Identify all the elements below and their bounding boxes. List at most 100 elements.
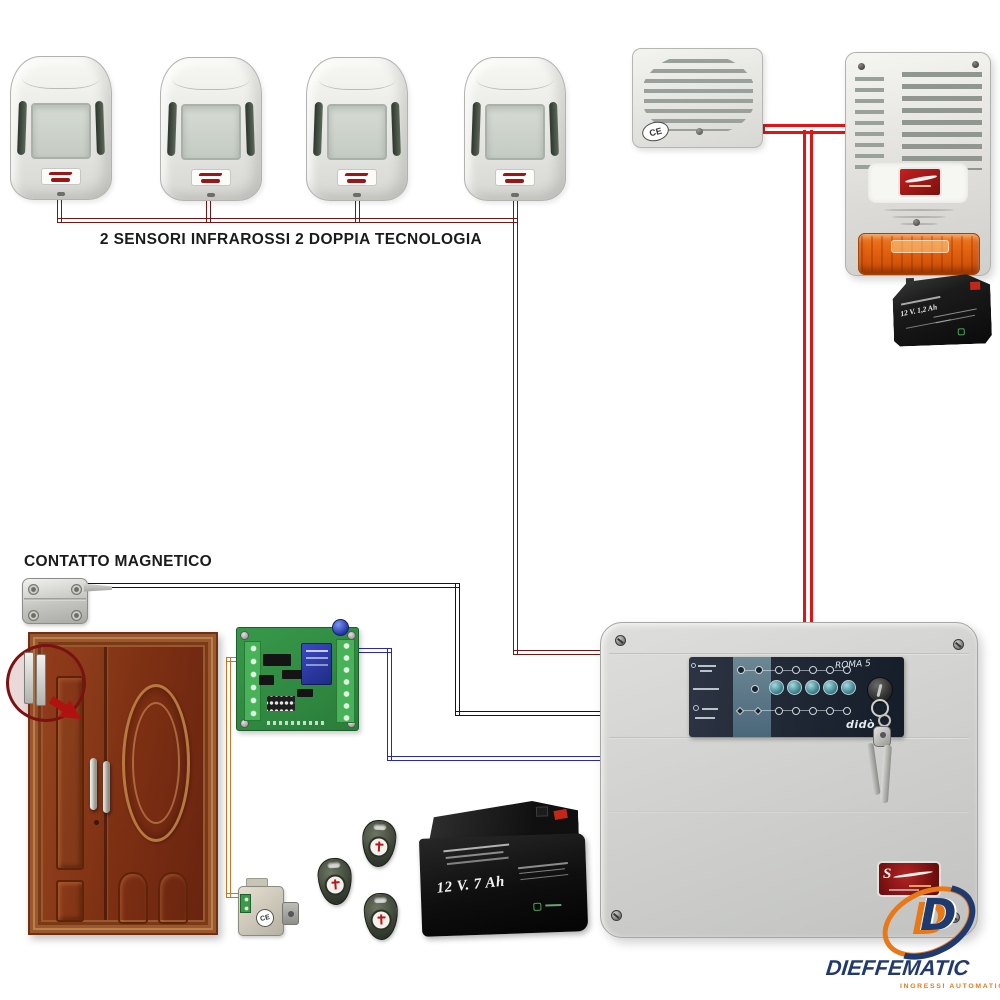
ic-chip — [263, 654, 291, 666]
battery-terminal — [905, 277, 915, 286]
led — [775, 666, 783, 674]
keyfob-1 — [316, 856, 354, 907]
door-oval-molding — [122, 684, 190, 842]
capacitor — [332, 619, 349, 636]
keyfob-3 — [363, 892, 399, 941]
pir-top-cap — [172, 62, 250, 90]
pir-brand-label — [191, 169, 231, 186]
pir-sensor-2 — [160, 57, 262, 201]
strobe-lens — [858, 233, 980, 275]
legend-icon — [691, 663, 696, 668]
emblem-glyph — [374, 843, 383, 847]
indoor-siren: CE — [632, 48, 763, 148]
fob-slot — [327, 861, 341, 869]
door-panel-bottom — [118, 872, 148, 924]
pir-lens — [31, 103, 91, 159]
wire-sensor2-stub — [206, 198, 211, 222]
grille-left-column — [855, 77, 884, 169]
siren-screw — [696, 128, 703, 135]
logo-tagline: INGRESSI AUTOMATICI — [900, 983, 1000, 990]
ic-chip — [259, 675, 274, 685]
wire-contact-horizontal — [88, 583, 460, 588]
screw-hole — [71, 584, 82, 595]
pir-screw — [353, 193, 361, 197]
led — [737, 666, 745, 674]
led — [843, 666, 851, 674]
wire-sensor3-stub — [355, 198, 360, 222]
zone-button — [787, 680, 802, 695]
relay-label-lines — [306, 650, 328, 652]
entrance-door — [28, 632, 218, 935]
pir-top-cap — [22, 61, 100, 89]
brand-scribble — [347, 179, 366, 183]
door-molding-left-bottom — [56, 880, 84, 922]
brand-scribble — [201, 179, 220, 183]
pir-sensor-4 — [464, 57, 566, 201]
screw-slot — [617, 637, 624, 644]
legend-icon — [693, 705, 699, 711]
grille-slats — [644, 59, 753, 131]
fob-slot — [373, 896, 388, 904]
legend-mark — [700, 670, 712, 672]
pir-brand-label — [337, 169, 377, 186]
decor-arc — [892, 216, 946, 218]
contact-seam — [24, 598, 86, 601]
pir-screw — [57, 192, 65, 196]
wire-relay-to-panel — [387, 756, 605, 761]
ic-chip — [297, 689, 313, 697]
brand-scribble — [344, 173, 369, 176]
grille-right-column — [902, 72, 982, 170]
dieffematic-logo: D D DIEFFEMATIC INGRESSI AUTOMATICI — [824, 869, 1000, 998]
led — [826, 707, 834, 715]
brand-label-red — [898, 167, 942, 197]
zone-button — [805, 680, 820, 695]
brand-scribble — [502, 173, 527, 176]
control-panel: ROMA 5 didò S — [600, 622, 978, 938]
door-oval-inner — [132, 702, 180, 824]
wire-contact-drop — [455, 583, 460, 716]
logo-letter-blue: D — [920, 890, 957, 941]
zone-button — [841, 680, 856, 695]
silkscreen-text — [267, 721, 327, 725]
wire-contact-to-panel — [455, 711, 605, 716]
magnetic-contact-caption: CONTATTO MAGNETICO — [24, 553, 212, 570]
key-blade — [879, 744, 893, 804]
door-contact-strip — [24, 652, 34, 704]
led — [792, 666, 800, 674]
siren-screw-center — [913, 219, 920, 226]
pir-brand-label — [41, 168, 81, 185]
wire-relay-drop — [387, 648, 392, 761]
led — [751, 685, 759, 693]
key-hole — [880, 732, 886, 738]
brand-scribble — [909, 185, 931, 187]
ic-chip — [282, 670, 302, 679]
door-contact-strip — [36, 654, 46, 706]
relay-board — [236, 619, 359, 731]
door-handle — [103, 761, 110, 813]
emblem-glyph — [377, 916, 386, 920]
led — [809, 666, 817, 674]
led — [843, 707, 851, 715]
pir-screw — [207, 193, 215, 197]
led — [755, 666, 763, 674]
panel-screw — [949, 912, 960, 923]
legend-mark — [695, 717, 715, 719]
sticker-scribble — [889, 889, 919, 891]
recycle-mark — [957, 328, 965, 336]
zone-button — [823, 680, 838, 695]
contact-wire-stub — [84, 583, 112, 592]
legend-mark — [702, 708, 718, 710]
panel-seam — [609, 653, 969, 655]
wire-relay-out — [356, 648, 392, 653]
panel-brand-text: didò — [846, 718, 876, 731]
brand-swoosh — [904, 174, 938, 184]
screw-hole — [28, 584, 39, 595]
screw-hole — [28, 610, 39, 621]
door-handle — [90, 758, 97, 810]
backup-battery-small: 12 V. 1,2 Ah — [892, 273, 992, 346]
battery-terminal — [535, 806, 549, 817]
wire-sensor1-stub — [57, 198, 62, 222]
brand-scribble — [505, 179, 524, 183]
electric-lock: CE — [232, 876, 302, 940]
